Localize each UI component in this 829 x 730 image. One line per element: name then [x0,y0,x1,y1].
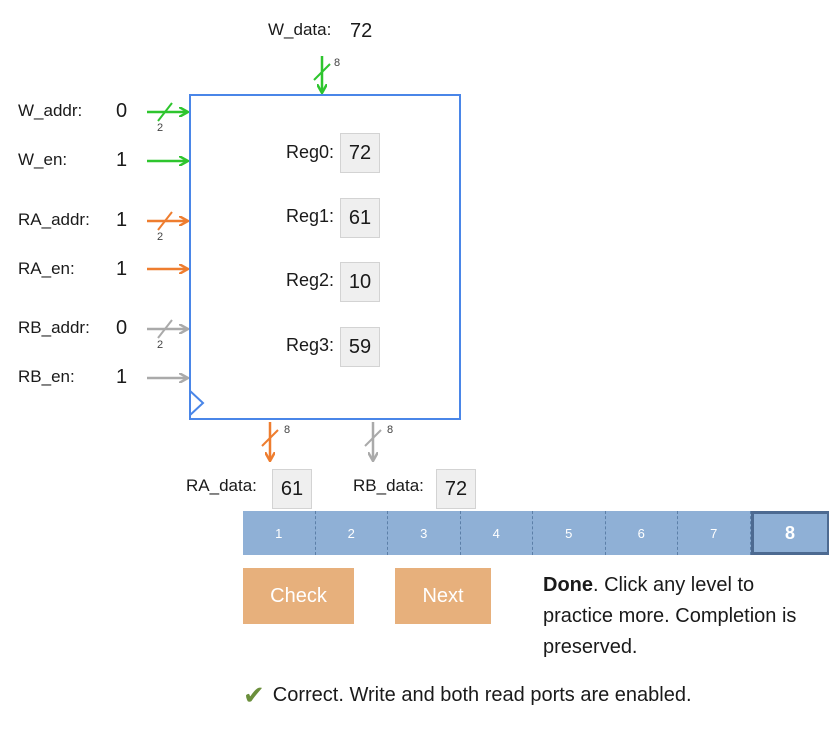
w-addr-value[interactable]: 0 [116,100,128,122]
reg1-value: 61 [340,198,380,238]
rb-en-label: RB_en: [18,367,75,386]
rb-addr-label: RB_addr: [18,318,90,337]
level-3[interactable]: 3 [388,511,461,555]
level-8-current[interactable]: 8 [750,511,829,555]
w-data-value: 72 [350,20,373,42]
status-done: Done [543,574,593,596]
w-addr-arrow: 2 [147,102,187,134]
w-data-label: W_data: [268,20,332,39]
rb-addr-width: 2 [157,339,163,351]
reg0-value: 72 [340,133,380,173]
ra-addr-label: RA_addr: [18,210,90,229]
ra-data-width: 8 [284,424,290,436]
reg1-label: Reg1: [286,206,335,226]
level-5[interactable]: 5 [533,511,606,555]
feedback-message: ✔ Correct. Write and both read ports are… [243,680,692,711]
rb-data-arrow: 8 [364,422,393,460]
checkmark-icon: ✔ [243,680,265,710]
check-button[interactable]: Check [243,568,354,624]
register-file [189,94,461,420]
reg3-label: Reg3: [286,335,335,355]
reg0-label: Reg0: [286,142,335,162]
ra-en-label: RA_en: [18,259,75,278]
ra-data-arrow: 8 [261,422,290,460]
rb-data-label: RB_data: [353,476,424,495]
level-4[interactable]: 4 [460,511,533,555]
w-en-value[interactable]: 1 [116,149,128,171]
ra-addr-width: 2 [157,231,163,243]
rb-data-width: 8 [387,424,393,436]
rb-addr-value[interactable]: 0 [116,317,128,339]
status-message: Done. Click any level to practice more. … [543,570,828,663]
reg2-value: 10 [340,262,380,302]
level-6[interactable]: 6 [605,511,678,555]
ra-addr-value[interactable]: 1 [116,209,128,231]
w-addr-width: 2 [157,122,163,134]
w-data-width: 8 [334,57,340,69]
ra-data-value: 61 [272,469,312,509]
w-en-label: W_en: [18,150,68,169]
reg2-label: Reg2: [286,270,335,290]
level-2[interactable]: 2 [315,511,388,555]
wiring-diagram: 8 2 2 2 8 8 [147,56,393,500]
next-button[interactable]: Next [395,568,491,624]
level-bar: 1 2 3 4 5 6 7 8 [243,511,829,555]
rb-en-value[interactable]: 1 [116,366,128,388]
status-text: . Click any level to practice more. Comp… [543,574,797,658]
w-data-arrow: 8 [313,56,340,92]
clock-triangle-icon [189,389,205,417]
w-addr-label: W_addr: [18,101,83,120]
feedback-text: Correct. Write and both read ports are e… [272,684,692,706]
level-7[interactable]: 7 [678,511,751,555]
reg3-value: 59 [340,327,380,367]
rb-addr-arrow: 2 [147,319,187,351]
level-1[interactable]: 1 [243,511,316,555]
ra-addr-arrow: 2 [147,211,187,243]
rb-data-value: 72 [436,469,476,509]
ra-data-label: RA_data: [186,476,257,495]
ra-en-value[interactable]: 1 [116,258,128,280]
